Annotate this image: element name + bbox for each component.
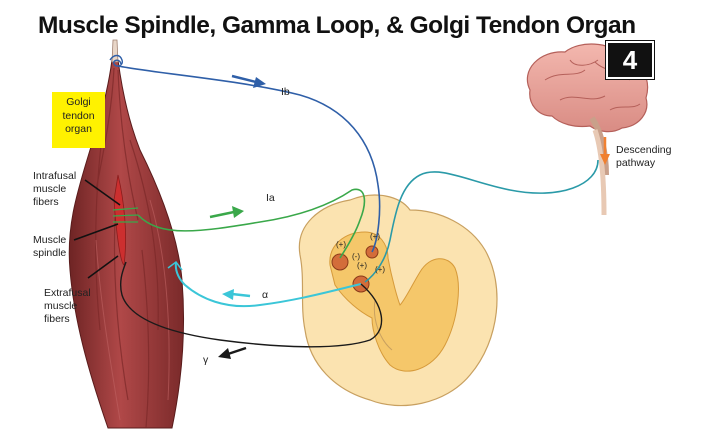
page-title: Muscle Spindle, Gamma Loop, & Golgi Tend… (38, 12, 636, 39)
gamma-label: γ (203, 354, 209, 366)
extrafusal-leader (87, 255, 119, 279)
gamma-arrow (218, 346, 247, 359)
muscle-spindle-label: Muscle spindle (33, 234, 67, 259)
sign-plus-3: (+) (357, 261, 367, 270)
descending-fiber (364, 159, 599, 283)
golgi-knot (109, 54, 124, 67)
ib-arrow (231, 74, 266, 88)
sign-plus-4: (+) (375, 265, 385, 274)
sign-plus-2: (+) (370, 232, 380, 241)
gamma-fiber (119, 261, 383, 348)
descending-pathway-label: Descending pathway (616, 144, 672, 169)
ia-fiber (137, 188, 366, 259)
muscle-spindle (112, 174, 139, 266)
descending-arrow (600, 137, 610, 165)
intrafusal-label: Intrafusal muscle fibers (33, 170, 77, 208)
ia-label: Ia (266, 192, 275, 204)
alpha-fiber (174, 261, 362, 308)
spinal-cord (298, 194, 498, 407)
tendon (111, 39, 119, 63)
alpha-arrow (222, 289, 251, 300)
spindle-leader (73, 223, 119, 241)
extrafusal-label: Extrafusal muscle fibers (44, 287, 91, 325)
sign-minus: (-) (352, 252, 360, 261)
ib-label: Ib (281, 86, 290, 98)
alpha-label: α (262, 289, 269, 301)
slide-number-badge: 4 (606, 41, 654, 79)
alpha-end (167, 260, 183, 271)
muscle (68, 59, 185, 429)
intrafusal-leader (84, 179, 121, 206)
ia-arrow (209, 206, 244, 219)
ib-fiber (117, 65, 381, 253)
golgi-tendon-organ-label: Golgi tendon organ (52, 92, 105, 148)
sign-plus-1: (+) (336, 240, 346, 249)
